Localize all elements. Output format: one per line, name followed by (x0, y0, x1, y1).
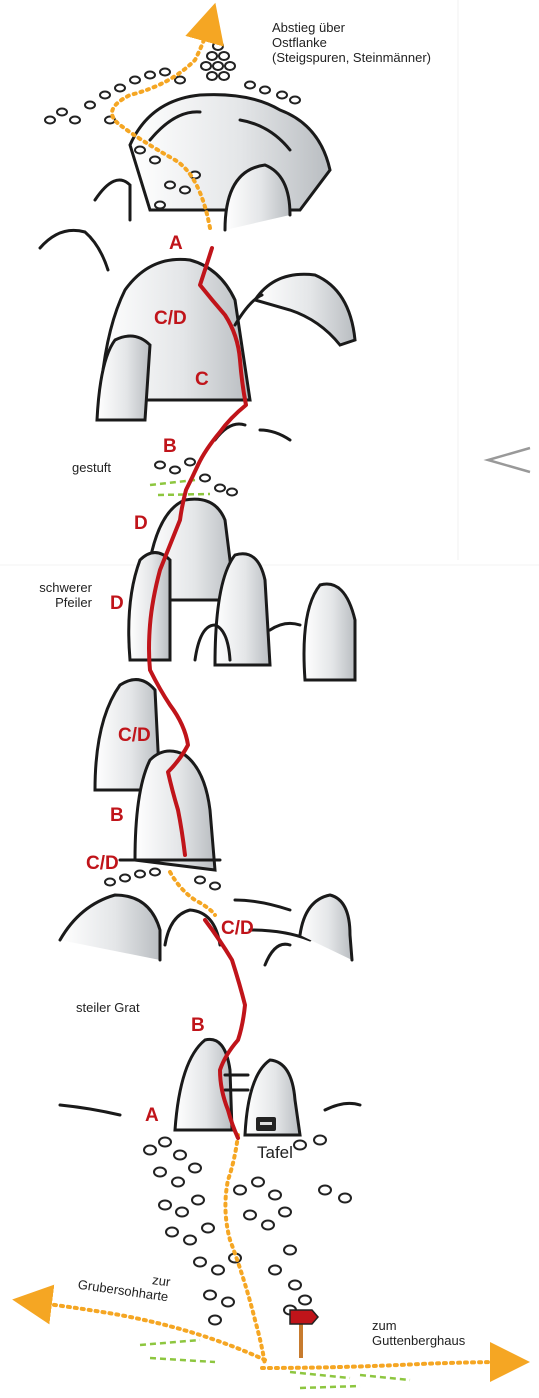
trail-right (262, 1362, 510, 1368)
grade-label-cd-lower: C/D (86, 853, 119, 875)
grade-label-d-upper: D (134, 513, 148, 535)
pillar-label: schwerer Pfeiler (8, 580, 92, 610)
ridge-label: steiler Grat (76, 1000, 140, 1015)
grade-label-cd-upper: C/D (154, 308, 187, 330)
triangle-marker-icon (488, 448, 530, 472)
lower-tower (135, 751, 215, 870)
plaque-label: Tafel (257, 1145, 293, 1160)
upper-right-block (255, 274, 355, 345)
grade-label-cd-mid: C/D (118, 725, 151, 747)
rock-formations (40, 95, 360, 1135)
grade-label-c: C (195, 369, 209, 391)
signpost-icon (290, 1310, 318, 1358)
trails (32, 22, 510, 1368)
stepped-label: gestuft (72, 460, 111, 475)
grade-label-cd-ridge: C/D (221, 918, 254, 940)
grade-label-b-mid: B (110, 805, 124, 827)
approach-trail (225, 1135, 265, 1365)
ridge-right (300, 895, 352, 960)
grade-label-b-ridge: B (191, 1015, 205, 1037)
descent-label: Abstieg über Ostflanke (Steigspuren, Ste… (272, 20, 431, 65)
grade-label-b-upper: B (163, 436, 177, 458)
right-trail-label: zum Guttenberghaus (372, 1318, 465, 1348)
ridge-left (60, 895, 160, 960)
right-spire (304, 584, 355, 680)
grade-label-d-pillar: D (110, 593, 124, 615)
entry-tower-left (175, 1039, 232, 1130)
plaque-inset (260, 1122, 272, 1125)
grade-label-a-top: A (169, 233, 183, 255)
cairn-icon (201, 42, 235, 80)
vegetation (140, 480, 410, 1388)
ridge-trail (170, 872, 215, 915)
trail-left (32, 1302, 265, 1360)
scree-boulders (45, 42, 351, 1325)
grade-label-a-entry: A (145, 1105, 159, 1127)
